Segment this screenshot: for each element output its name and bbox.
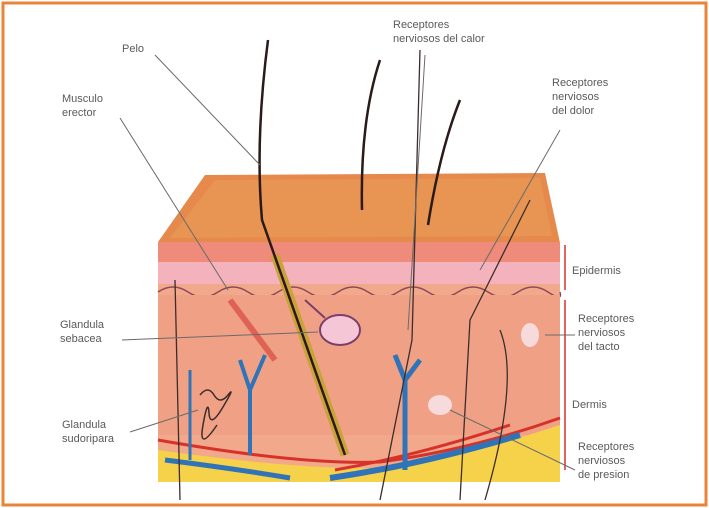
sebaceous-gland <box>320 315 360 345</box>
epidermis-band <box>158 242 560 262</box>
label-receptores-presion: Receptores nerviosos de presion <box>578 440 634 482</box>
label-dermis: Dermis <box>572 398 607 412</box>
label-receptores-calor: Receptores nerviosos del calor <box>393 18 485 46</box>
label-musculo-erector: Musculo erector <box>62 92 103 120</box>
epidermis-pink <box>158 262 560 284</box>
touch-receptor <box>521 323 539 347</box>
label-pelo: Pelo <box>122 42 144 56</box>
label-glandula-sudoripara: Glandula sudoripara <box>62 418 114 446</box>
label-epidermis: Epidermis <box>572 264 621 278</box>
pressure-receptor <box>428 395 452 415</box>
label-receptores-dolor: Receptores nerviosos del dolor <box>552 76 608 118</box>
label-receptores-tacto: Receptores nerviosos del tacto <box>578 312 634 354</box>
label-glandula-sebacea: Glandula sebacea <box>60 318 104 346</box>
